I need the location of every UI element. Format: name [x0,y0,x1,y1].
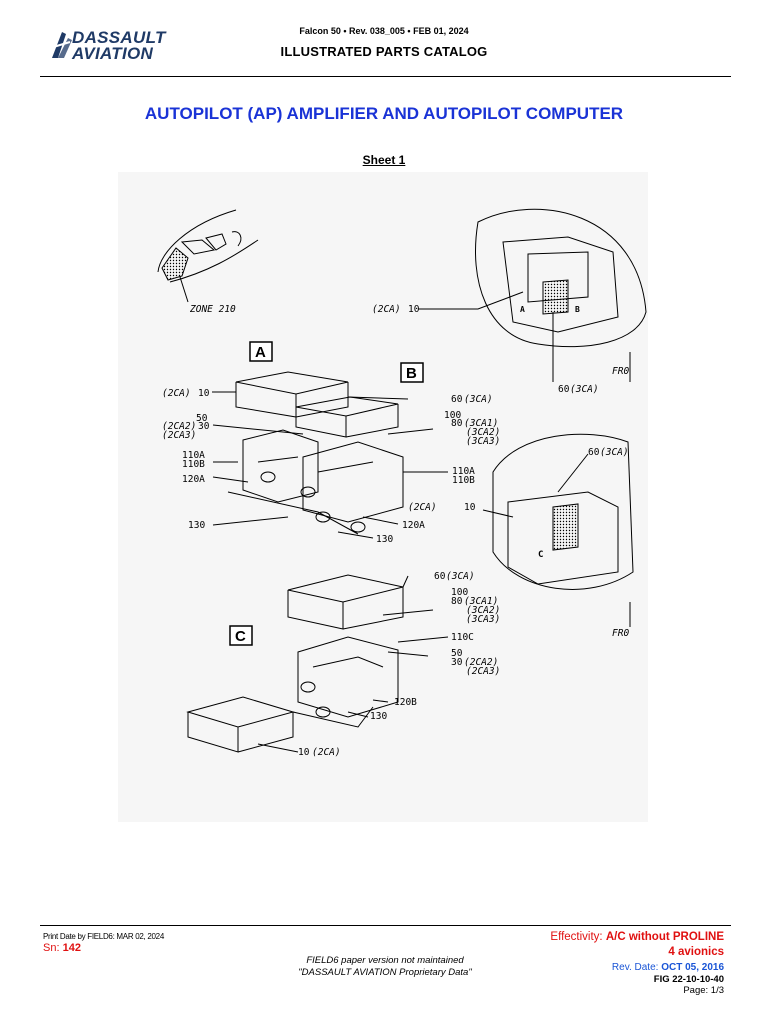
fr0-top: FR0 [612,366,629,377]
label-3ca1: (3CA1) [464,418,498,429]
label-2ca3-c: (2CA3) [466,666,500,677]
effectivity: Effectivity: A/C without PROLINE 4 avion… [550,930,724,960]
effectivity-value-1: A/C without PROLINE [605,931,724,943]
label-30: 30 [198,421,210,432]
document-info: Falcon 50 • Rev. 038_005 • FEB 01, 2024 [299,26,469,36]
label-2ca2-c: (2CA2) [464,657,498,668]
label-30-c: 30 [451,657,463,668]
footer-note: FIELD6 paper version not maintained "DAS… [230,955,540,979]
label-2ca-mid: (2CA) [408,502,437,513]
page-title: AUTOPILOT (AP) AMPLIFIER AND AUTOPILOT C… [144,104,624,123]
label-60-mid: 60 [588,447,600,458]
label-2ca-top: (2CA) [372,304,401,315]
print-date: Print Date by FIELD6: MAR 02, 2024 [43,932,164,941]
label-10-mid: 10 [464,502,476,513]
label-10-c: 10 [298,747,310,758]
label-60-top: 60 [558,384,570,395]
label-2ca-a: (2CA) [162,388,191,399]
logo-line-1: DASSAULT [72,28,166,47]
catalog-title: ILLUSTRATED PARTS CATALOG [280,44,488,59]
label-2ca3: (2CA3) [162,430,196,441]
label-3ca2-c: (3CA2) [466,605,500,616]
label-3ca-c: (3CA) [446,571,475,582]
label-3ca-b: (3CA) [464,394,493,405]
view-c-label: C [235,628,246,645]
revision-date: Rev. Date: OCT 05, 2016 [612,962,724,973]
page-number: Page: 1/3 [683,985,724,996]
label-3ca3: (3CA3) [466,436,500,447]
footer-divider [40,925,731,926]
label-130-left: 130 [188,520,205,531]
label-100: 100 [444,410,461,421]
note-line-1: FIELD6 paper version not maintained [306,955,464,966]
label-80: 80 [451,418,463,429]
label-2ca2: (2CA2) [162,421,196,432]
exploded-view-svg: A B C A B C ZONE 210 (2CA) 10 FR0 60 (3C… [157,208,647,758]
label-120a-right: 120A [402,520,425,531]
label-3ca-mid: (3CA) [600,447,629,458]
label-120b: 120B [394,697,417,708]
label-3ca3-c: (3CA3) [466,614,500,625]
label-50: 50 [196,413,208,424]
logo-line-2: AVIATION [72,44,154,63]
parts-drawing: A B C A B C ZONE 210 (2CA) 10 FR0 60 (3C… [118,172,648,822]
label-2ca-c: (2CA) [312,747,341,758]
serial-number: Sn: 142 [43,942,81,954]
label-110b-left: 110B [182,459,205,470]
sn-label: Sn: [43,942,60,954]
header-divider [40,76,731,77]
callout-a: A [520,305,525,314]
effectivity-value-2: 4 avionics [668,946,724,958]
label-3ca1-c: (3CA1) [464,596,498,607]
label-130-c: 130 [370,711,387,722]
label-100-c: 100 [451,587,468,598]
label-3ca2: (3CA2) [466,427,500,438]
dassault-logo: DASSAULT AVIATION [72,28,166,63]
label-80-c: 80 [451,596,463,607]
zone-hatch [161,247,189,281]
label-110b-right: 110B [452,475,475,486]
label-60-b: 60 [451,394,463,405]
zone-label: ZONE 210 [189,304,236,315]
label-50-c: 50 [451,648,463,659]
rev-date-label: Rev. Date: [611,962,659,973]
figure-number: FIG 22-10-10-40 [653,974,724,985]
note-line-2: "DASSAULT AVIATION Proprietary Data" [298,967,472,978]
fr0-bottom: FR0 [612,628,629,639]
label-110a-left: 110A [182,450,205,461]
label-110c: 110C [451,632,474,643]
label-60-c: 60 [434,571,446,582]
label-10-a: 10 [198,388,210,399]
label-120a-left: 120A [182,474,205,485]
sn-value: 142 [62,942,81,954]
label-3ca-top: (3CA) [570,384,599,395]
callout-b: B [575,305,580,314]
label-10-top: 10 [408,304,420,315]
effectivity-label: Effectivity: [550,931,603,943]
label-110a-right: 110A [452,466,475,477]
sheet-label: Sheet 1 [362,153,406,167]
view-a-label: A [255,344,266,361]
rev-date-value: OCT 05, 2016 [661,962,724,973]
view-b-label: B [406,365,417,382]
callout-c: C [538,550,543,560]
label-130-right: 130 [376,534,393,545]
dassault-logo-icon [49,32,72,58]
